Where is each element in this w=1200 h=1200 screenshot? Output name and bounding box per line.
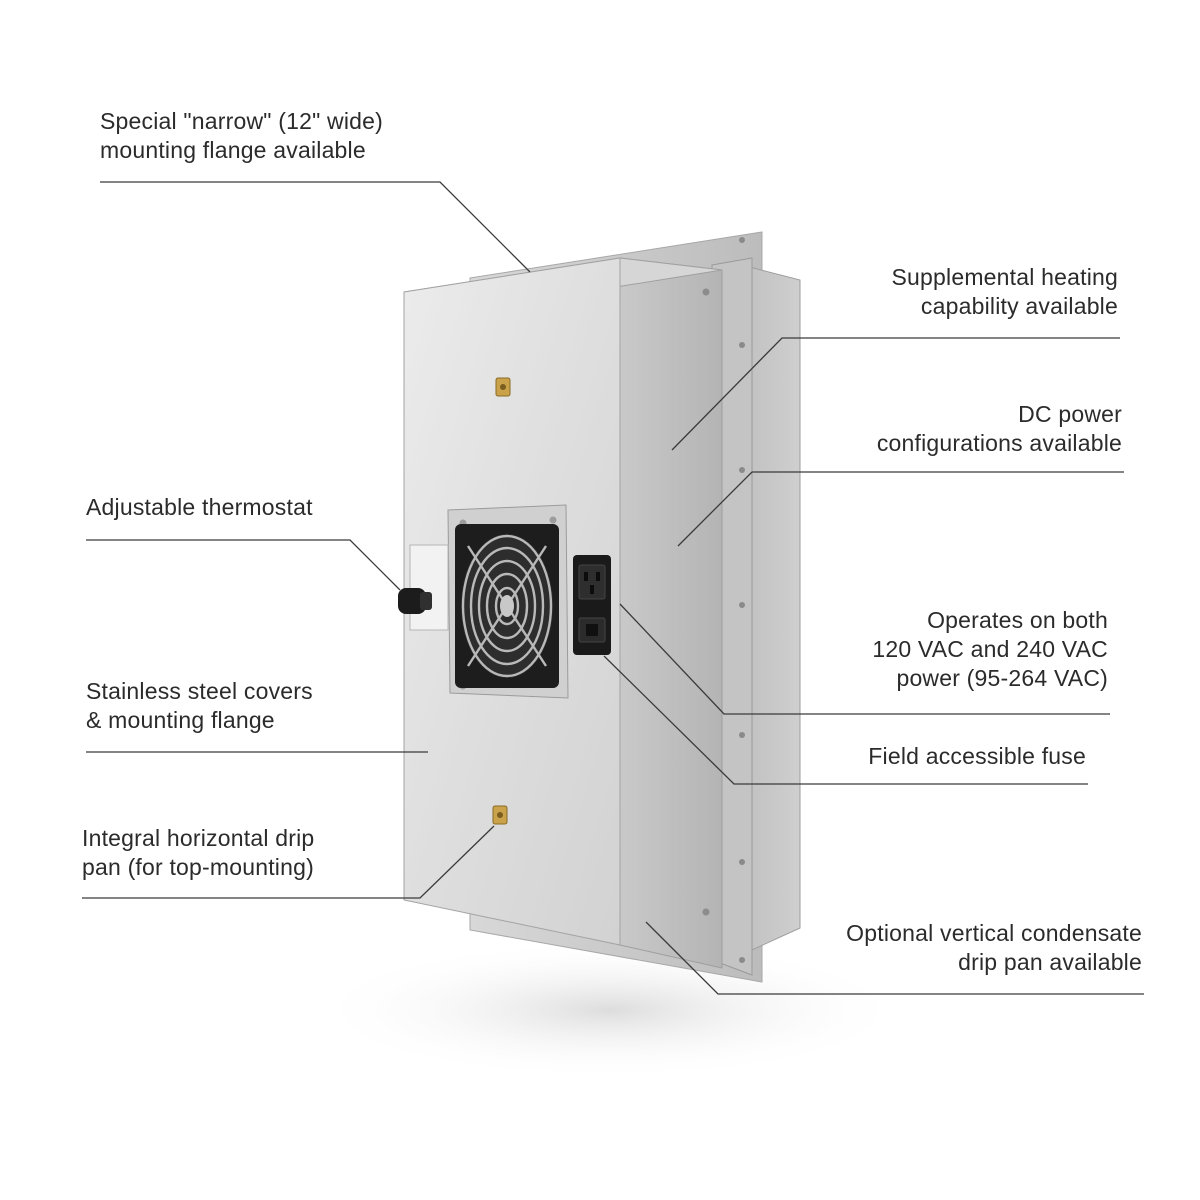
callout-drip-pan-horizontal: Integral horizontal drip pan (for top-mo…: [82, 824, 314, 882]
power-inlet-fuse-icon: [573, 555, 611, 655]
callout-line: configurations available: [876, 430, 1122, 456]
callout-line: Integral horizontal drip: [82, 825, 315, 851]
callout-thermostat: Adjustable thermostat: [86, 493, 313, 522]
fan-grille-icon: [455, 524, 559, 688]
leader-drip-pan-horizontal: [82, 825, 495, 899]
callout-line: Special "narrow" (12" wide): [100, 108, 384, 134]
callout-stainless: Stainless steel covers & mounting flange: [86, 677, 313, 735]
callout-voltage: Operates on both 120 VAC and 240 VAC pow…: [872, 606, 1108, 693]
leader-thermostat: [86, 539, 401, 591]
callout-line: Field accessible fuse: [868, 743, 1086, 769]
callout-line: DC power: [1018, 401, 1122, 427]
callout-line: drip pan available: [958, 949, 1142, 975]
callout-line: 120 VAC and 240 VAC: [872, 636, 1108, 662]
callout-line: Optional vertical condensate: [846, 920, 1142, 946]
callout-line: mounting flange available: [100, 137, 366, 163]
callout-line: capability available: [920, 293, 1118, 319]
ground-shadow: [310, 940, 910, 1080]
callout-drip-pan-vertical: Optional vertical condensate drip pan av…: [846, 919, 1142, 977]
leader-voltage: [619, 603, 1110, 715]
callout-line: power (95-264 VAC): [896, 665, 1108, 691]
callout-dc-power: DC power configurations available: [877, 400, 1122, 458]
callout-heating: Supplemental heating capability availabl…: [892, 263, 1119, 321]
housing-side: [619, 257, 723, 969]
leader-dc-power: [677, 471, 1124, 547]
leader-heating: [671, 337, 1120, 451]
callout-line: & mounting flange: [86, 707, 275, 733]
callout-line: Stainless steel covers: [86, 678, 313, 704]
callout-line: Adjustable thermostat: [86, 494, 313, 520]
brass-fitting-icon: [492, 805, 508, 825]
callout-narrow-flange: Special "narrow" (12" wide) mounting fla…: [100, 107, 383, 165]
leader-fuse: [603, 655, 1088, 785]
leader-lines: [82, 181, 1144, 995]
leader-narrow-flange: [100, 181, 531, 273]
callout-line: Operates on both: [927, 607, 1108, 633]
callout-fuse: Field accessible fuse: [868, 742, 1086, 771]
thermostat-knob-icon: [398, 544, 449, 631]
callout-line: Supplemental heating: [891, 264, 1118, 290]
leader-drip-pan-vertical: [645, 921, 1144, 995]
callout-line: pan (for top-mounting): [82, 854, 314, 880]
brass-fitting-icon: [495, 377, 511, 397]
